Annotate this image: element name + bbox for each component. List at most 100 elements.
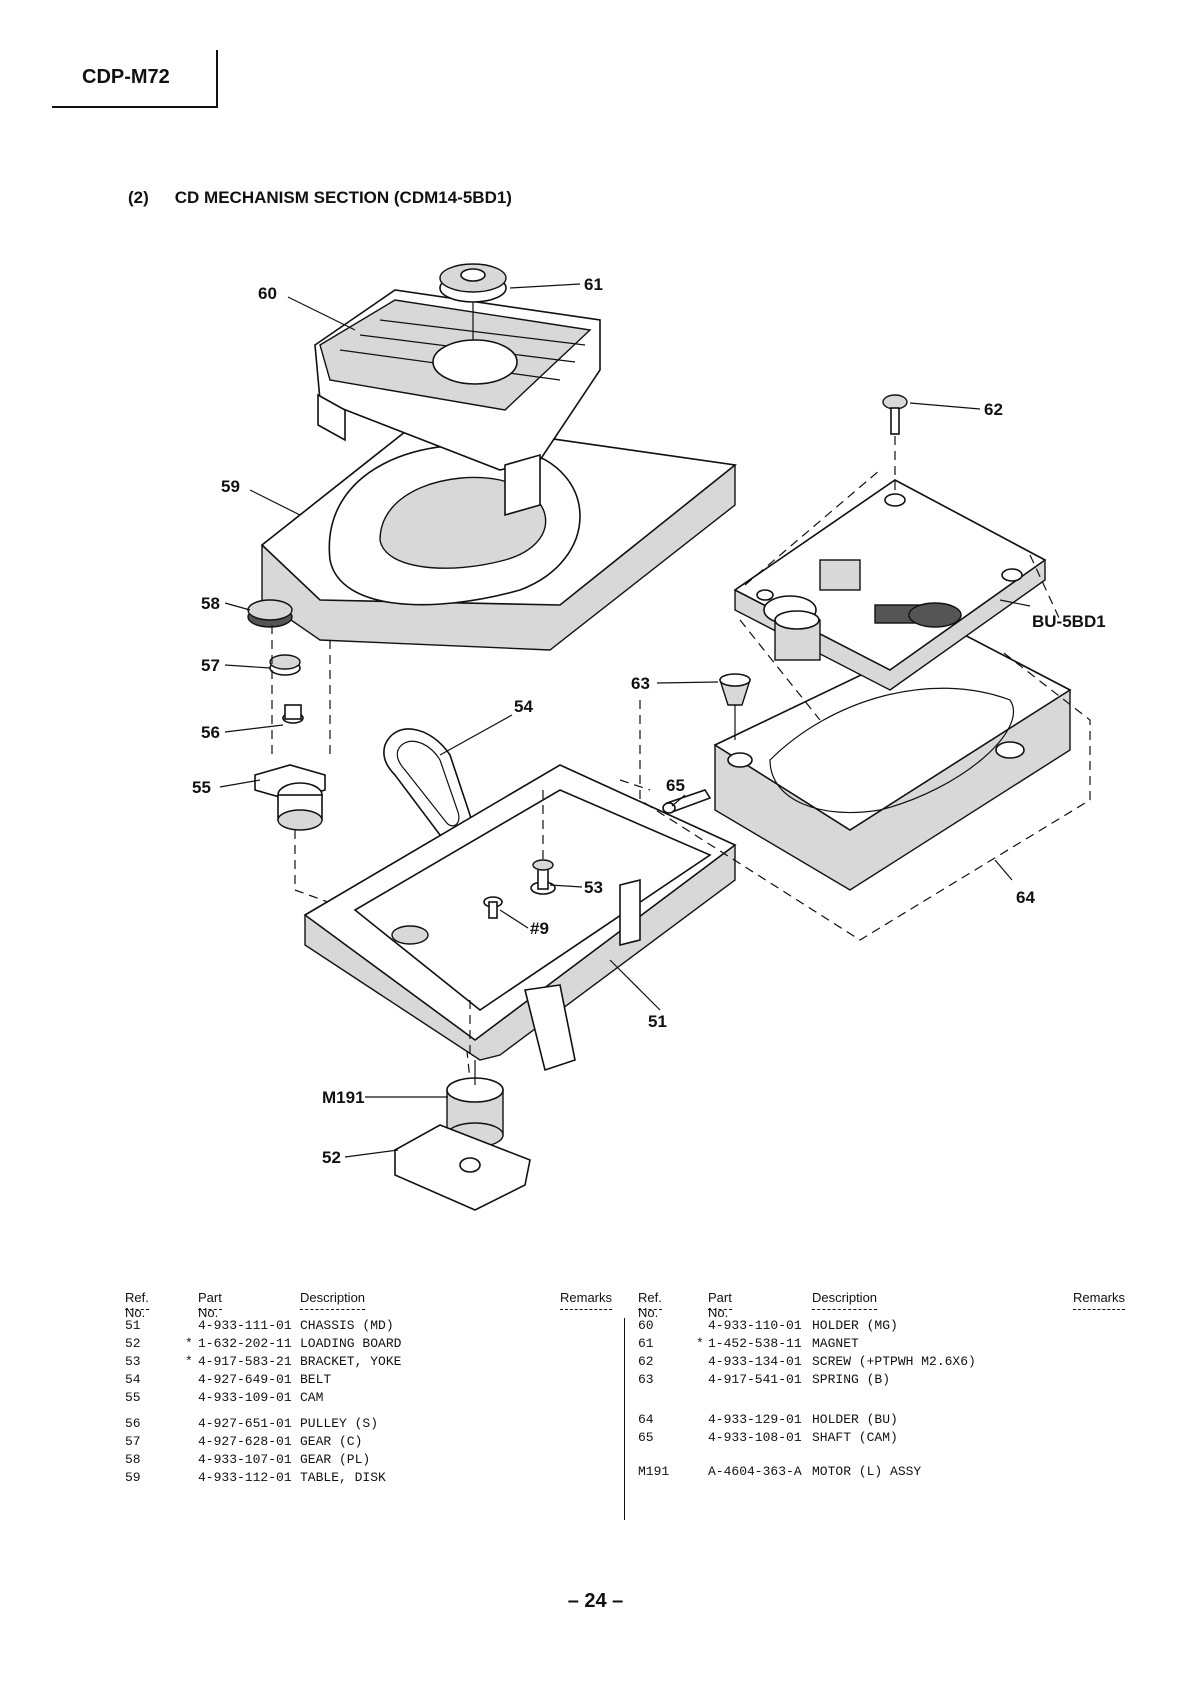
cell-part: 4-933-112-01 (198, 1470, 292, 1485)
cell-desc: SPRING (B) (812, 1372, 891, 1387)
cell-desc: BELT (300, 1372, 332, 1387)
header-part-left: Part No. (198, 1290, 222, 1320)
cell-mark: * (185, 1354, 193, 1369)
cell-desc: CAM (300, 1390, 324, 1405)
section-title: (2) CD MECHANISM SECTION (CDM14-5BD1) (128, 188, 512, 208)
cell-part: 4-933-129-01 (708, 1412, 802, 1427)
header-remarks-right: Remarks (1073, 1290, 1126, 1310)
cell-desc: HOLDER (MG) (812, 1318, 898, 1333)
cell-part: A-4604-363-A (708, 1464, 802, 1479)
section-number: (2) (128, 188, 149, 207)
part-chassis-md (303, 764, 737, 1072)
dashed-outline-optical (639, 649, 1091, 941)
cell-ref: 56 (125, 1416, 141, 1431)
cell-desc: CHASSIS (MD) (300, 1318, 394, 1333)
cell-ref: 62 (638, 1354, 654, 1369)
cell-ref: 65 (638, 1430, 654, 1445)
callout-58: 58 (201, 594, 220, 613)
cell-part: 4-933-107-01 (198, 1452, 292, 1467)
header-desc-right: Description (812, 1290, 878, 1310)
callout-screw-9: #9 (530, 919, 549, 938)
part-disk-table (260, 419, 737, 651)
cell-part: 4-933-111-01 (198, 1318, 292, 1333)
cell-part: 4-927-651-01 (198, 1416, 292, 1431)
cell-desc: PULLEY (S) (300, 1416, 379, 1431)
cell-desc: BRACKET, YOKE (300, 1354, 402, 1369)
part-holder-bu (713, 629, 1072, 891)
callout-57: 57 (201, 656, 220, 675)
callout-52: 52 (322, 1148, 341, 1167)
callout-63: 63 (631, 674, 650, 693)
part-bracket-yoke-screw (530, 790, 556, 895)
cell-desc: MOTOR (L) ASSY (812, 1464, 922, 1479)
cell-desc: SCREW (+PTPWH M2.6X6) (812, 1354, 976, 1369)
cell-ref: 53 (125, 1354, 141, 1369)
callout-m191: M191 (322, 1088, 365, 1107)
cell-part: 1-452-538-11 (708, 1336, 802, 1351)
model-label: CDP-M72 (82, 66, 170, 88)
callout-62: 62 (984, 400, 1003, 419)
cell-part: 4-927-628-01 (198, 1434, 292, 1449)
header-remarks-left: Remarks (560, 1290, 613, 1310)
cell-part: 4-927-649-01 (198, 1372, 292, 1387)
callout-56: 56 (201, 723, 220, 742)
header-rule-horizontal (52, 106, 218, 108)
part-screw-62 (882, 394, 908, 495)
cell-desc: TABLE, DISK (300, 1470, 386, 1485)
cell-ref: 52 (125, 1336, 141, 1351)
cell-part: 4-933-134-01 (708, 1354, 802, 1369)
cell-part: 4-933-109-01 (198, 1390, 292, 1405)
cell-desc: GEAR (PL) (300, 1452, 371, 1467)
section-heading: CD MECHANISM SECTION (CDM14-5BD1) (174, 188, 512, 207)
cell-ref: 61 (638, 1336, 654, 1351)
part-spring-b (719, 673, 751, 740)
cell-ref: 55 (125, 1390, 141, 1405)
cell-desc: GEAR (C) (300, 1434, 363, 1449)
part-cam (254, 764, 406, 931)
page-number: – 24 – (567, 1590, 624, 1612)
dashed-guide-board (739, 469, 1061, 721)
cell-part: 4-917-541-01 (708, 1372, 802, 1387)
cell-part: 4-917-583-21 (198, 1354, 292, 1369)
callout-59: 59 (221, 477, 240, 496)
cell-desc: HOLDER (BU) (812, 1412, 898, 1427)
part-screw-9 (483, 896, 503, 919)
dashed-guide-chassis (329, 640, 651, 791)
cell-mark: * (185, 1336, 193, 1351)
cell-desc: SHAFT (CAM) (812, 1430, 898, 1445)
callout-leaders (219, 283, 1031, 1158)
part-loading-board (394, 1124, 531, 1211)
header-ref-left: Ref. No. (125, 1290, 149, 1320)
cell-part: 4-933-108-01 (708, 1430, 802, 1445)
callout-60: 60 (258, 284, 277, 303)
part-gear-stack (247, 599, 304, 760)
cell-desc: LOADING BOARD (300, 1336, 402, 1351)
callout-51: 51 (648, 1012, 667, 1031)
cell-part: 4-933-110-01 (708, 1318, 802, 1333)
callout-64: 64 (1016, 888, 1035, 907)
part-bu-5bd1 (733, 479, 1047, 691)
callout-54: 54 (514, 697, 533, 716)
cell-ref: 60 (638, 1318, 654, 1333)
cell-ref: 58 (125, 1452, 141, 1467)
callout-53: 53 (584, 878, 603, 897)
cell-desc: MAGNET (812, 1336, 859, 1351)
cell-ref: M191 (638, 1464, 670, 1479)
callout-65: 65 (666, 776, 685, 795)
model-header: CDP-M72 (52, 50, 218, 108)
part-magnet (439, 263, 507, 340)
header-part-right: Part No. (708, 1290, 732, 1320)
table-column-divider (624, 1318, 625, 1520)
header-rule-vertical (216, 50, 218, 108)
callout-55: 55 (192, 778, 211, 797)
cell-ref: 63 (638, 1372, 654, 1387)
cell-part: 1-632-202-11 (198, 1336, 292, 1351)
cell-ref: 64 (638, 1412, 654, 1427)
header-ref-right: Ref. No. (638, 1290, 662, 1320)
cell-ref: 59 (125, 1470, 141, 1485)
cell-ref: 57 (125, 1434, 141, 1449)
callout-61: 61 (584, 275, 603, 294)
cell-mark: * (696, 1336, 704, 1351)
cell-ref: 54 (125, 1372, 141, 1387)
